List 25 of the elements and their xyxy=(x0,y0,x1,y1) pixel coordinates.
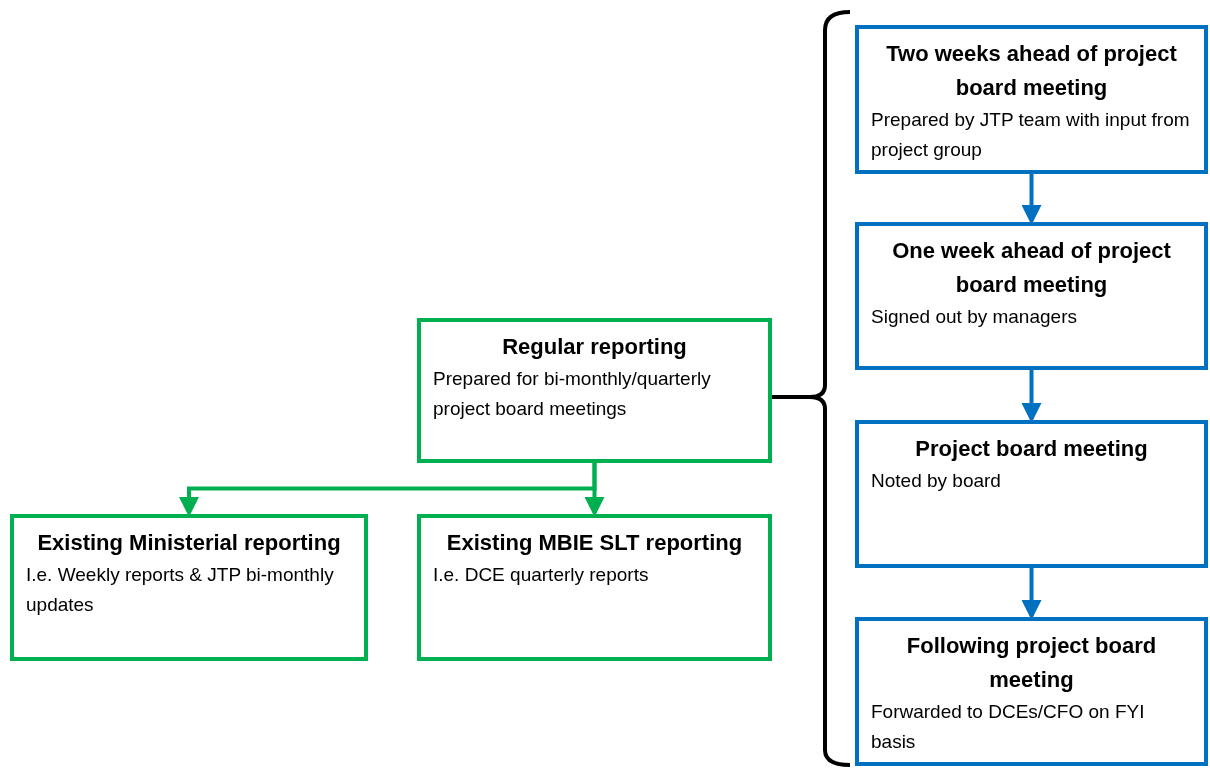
box-title: One week ahead of project board meeting xyxy=(891,237,1172,299)
box-title: Existing Ministerial reporting xyxy=(36,529,342,557)
box-description: Prepared by JTP team with input from project group xyxy=(871,108,1191,162)
box-title: Project board meeting xyxy=(914,435,1149,463)
process-box xyxy=(855,420,1208,568)
arrow xyxy=(1021,568,1042,620)
process-box xyxy=(417,318,772,463)
process-box xyxy=(417,514,772,661)
box-description: Forwarded to DCEs/CFO on FYI basis xyxy=(871,700,1146,754)
box-title: Following project board meeting xyxy=(905,632,1158,694)
process-box xyxy=(855,222,1208,370)
box-description: Noted by board xyxy=(871,469,1002,493)
process-box xyxy=(855,617,1208,766)
arrow xyxy=(1021,174,1042,225)
box-description: I.e. Weekly reports & JTP bi-monthly updates xyxy=(26,563,335,617)
arrow xyxy=(1021,370,1042,423)
box-description: I.e. DCE quarterly reports xyxy=(433,563,650,587)
arrow xyxy=(584,463,605,517)
box-title: Regular reporting xyxy=(501,333,688,361)
process-box xyxy=(10,514,368,661)
process-box xyxy=(855,25,1208,174)
box-description: Prepared for bi-monthly/quarterly project board meetings xyxy=(433,367,712,421)
box-description: Signed out by managers xyxy=(871,305,1078,329)
box-title: Two weeks ahead of project board meeting xyxy=(885,40,1178,102)
box-title: Existing MBIE SLT reporting xyxy=(445,529,744,557)
